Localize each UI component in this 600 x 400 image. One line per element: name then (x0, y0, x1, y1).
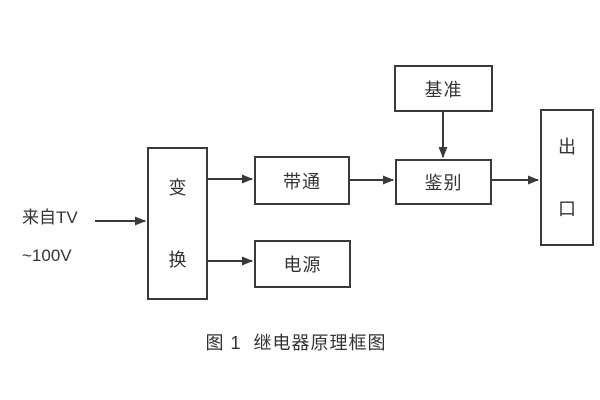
block-transform-label: 变换 (168, 177, 187, 270)
block-outlet-label: 出口 (557, 136, 576, 219)
block-transform: 变换 (147, 147, 208, 300)
block-power-label: 电源 (283, 255, 322, 275)
block-bandpass-label: 带通 (283, 171, 321, 192)
block-reference: 基准 (394, 65, 493, 112)
source-label-voltage: ~100V (22, 246, 72, 265)
block-power: 电源 (254, 240, 351, 288)
block-discriminator-label: 鉴别 (424, 173, 463, 193)
block-outlet: 出口 (540, 109, 594, 246)
figure-caption: 图 1 继电器原理框图 (205, 333, 387, 353)
block-reference-label: 基准 (424, 79, 463, 100)
block-bandpass: 带通 (254, 156, 350, 205)
block-discriminator: 鉴别 (395, 159, 492, 205)
source-label-tv: 来自TV (22, 208, 78, 227)
